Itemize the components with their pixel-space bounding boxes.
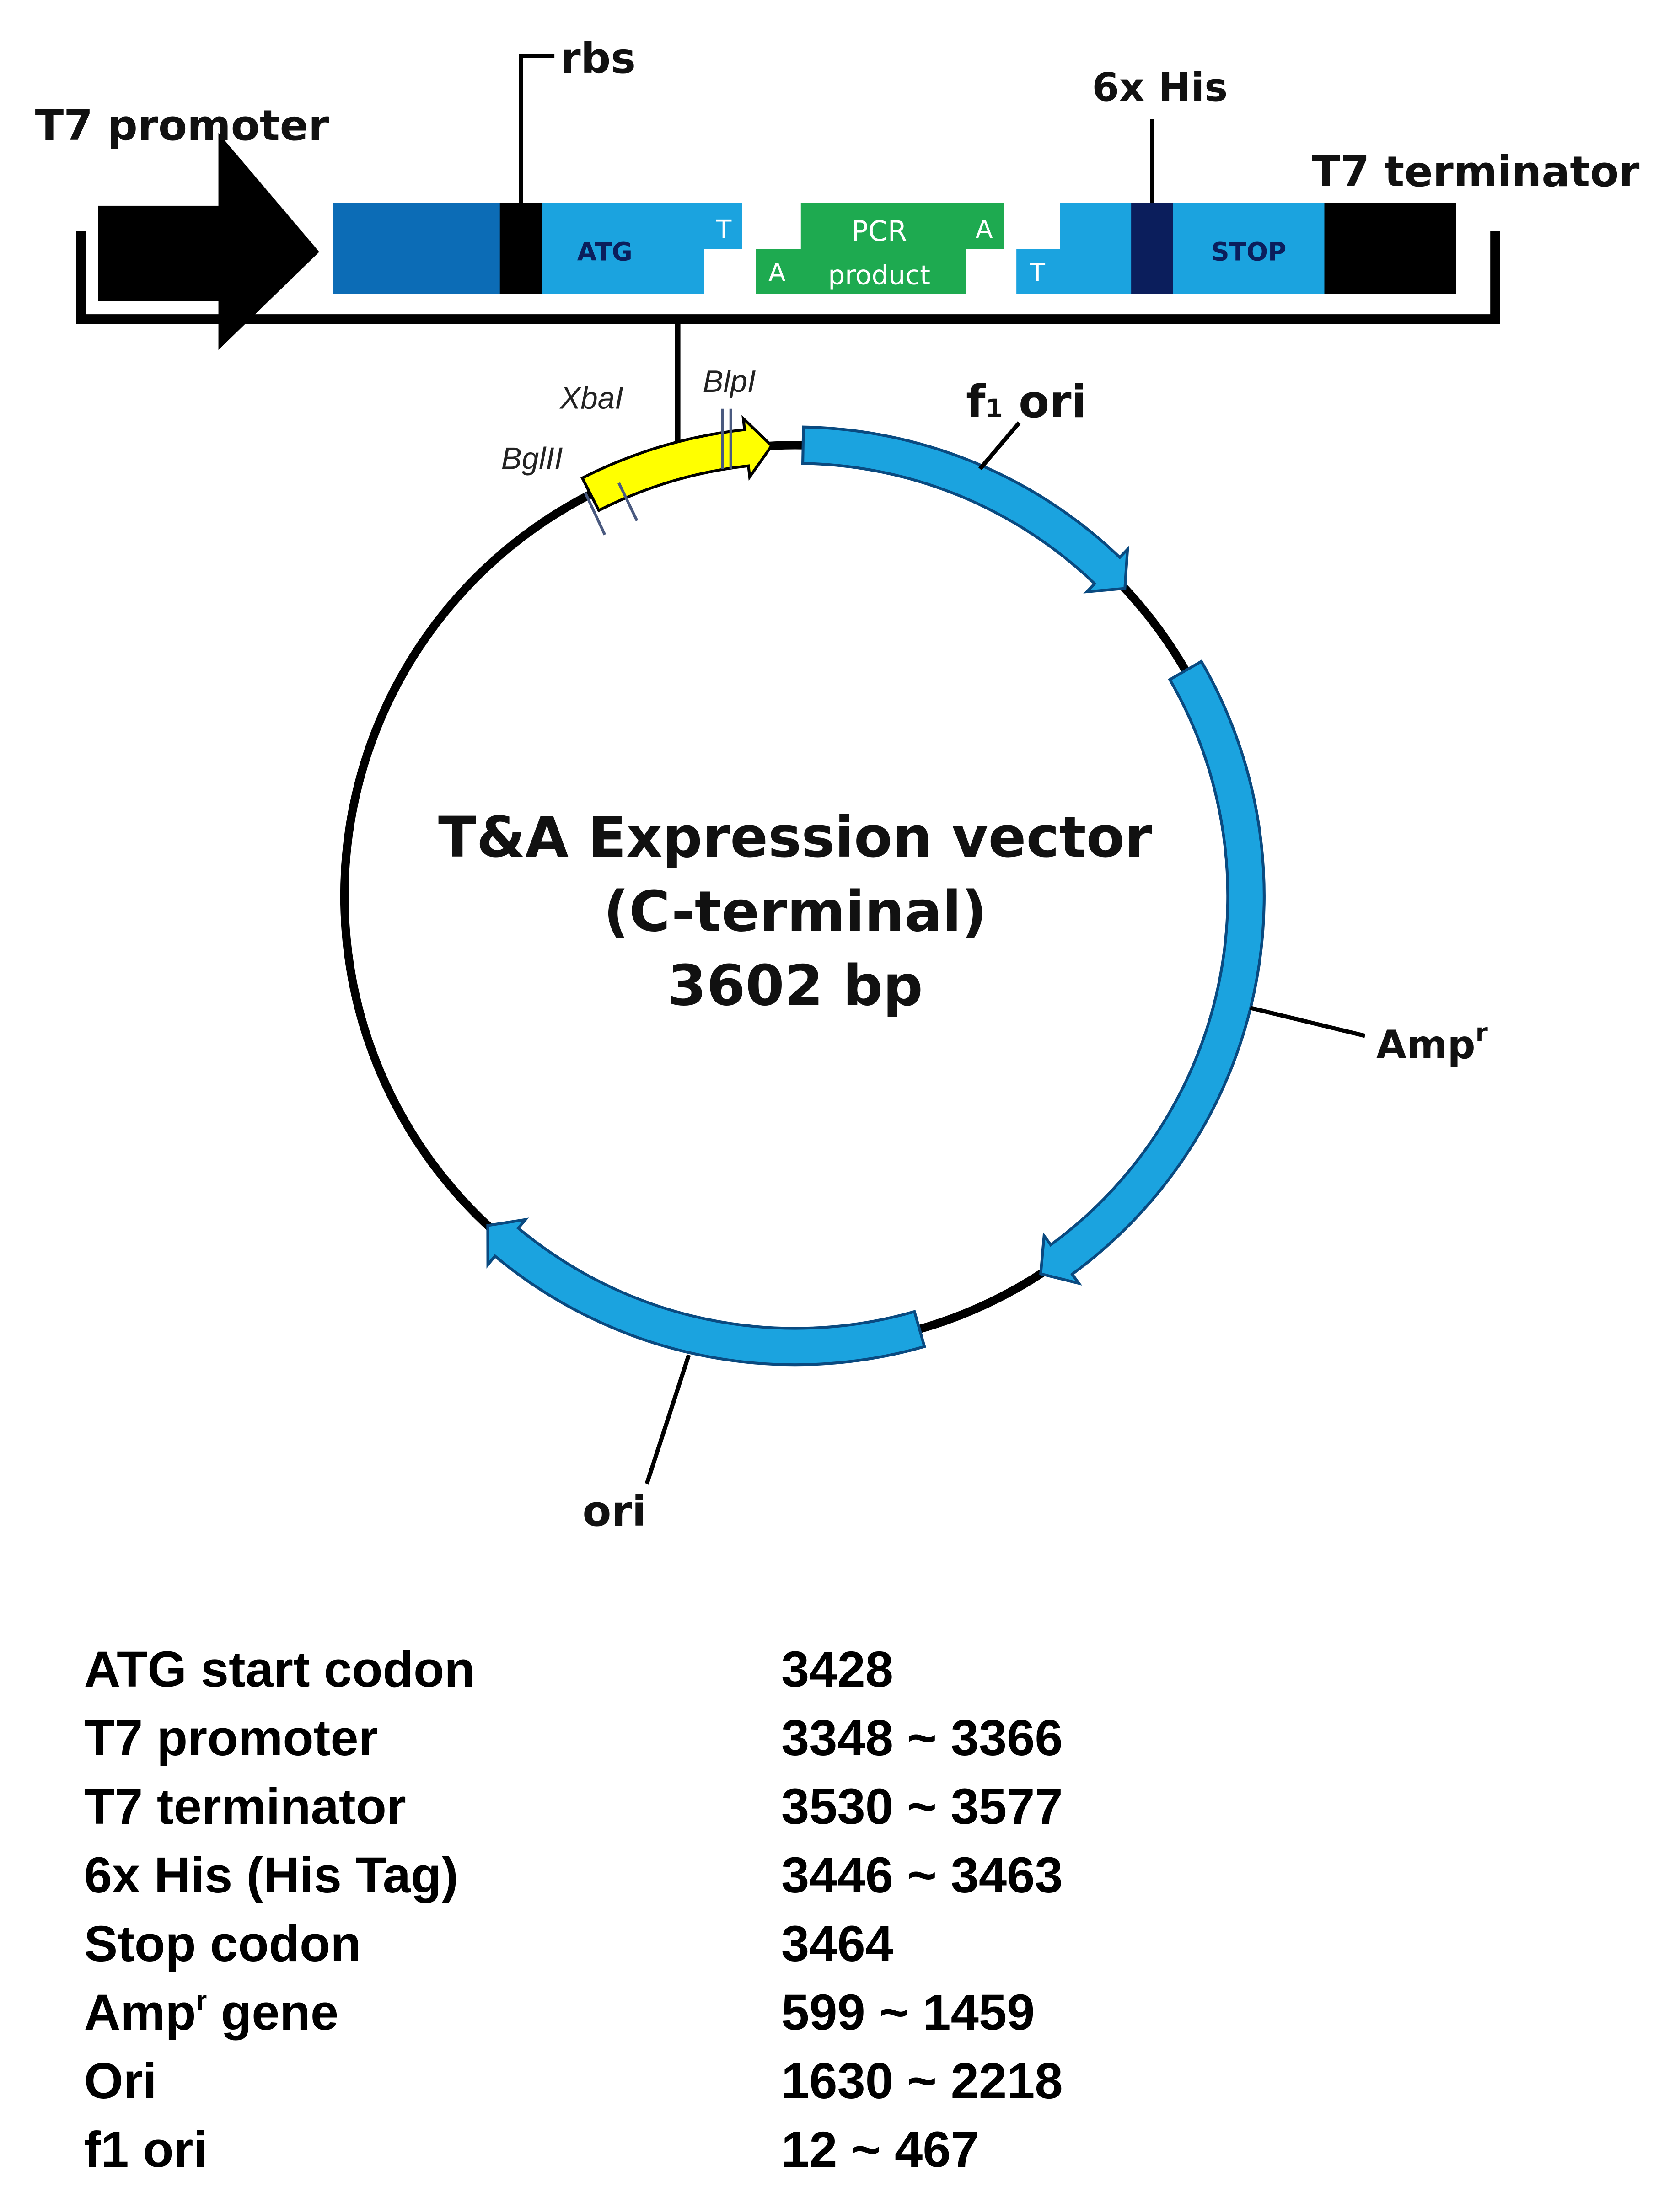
rbs-leader [519, 54, 555, 203]
a-left-label: A [768, 258, 786, 287]
table-row: T7 promoter 3348 ~ 3366 [84, 1710, 1063, 1766]
feature-name: Ampr gene [84, 1984, 338, 2041]
xbai-site-mark [617, 482, 639, 521]
feature-name: T7 terminator [84, 1779, 406, 1835]
table-row: ATG start codon 3428 [84, 1641, 893, 1698]
rbs-block [499, 203, 542, 294]
expression-cassette: ATG T A PCR product A T STOP T7 promoter… [35, 34, 1639, 451]
table-row: T7 terminator 3530 ~ 3577 [84, 1779, 1063, 1835]
f1-ori-leader [978, 421, 1021, 471]
amp-resistance-arrow [1039, 659, 1266, 1286]
amp-label: Ampr [1376, 1018, 1488, 1068]
a-right-label: A [976, 214, 993, 244]
pcr-label: PCR [851, 215, 907, 247]
xbai-label: XbaI [559, 381, 623, 416]
ori-label: ori [582, 1487, 646, 1536]
a-overhang-right [964, 203, 1004, 249]
plasmid-map: BglII XbaI BlpI f1 ori Ampr ori T&A Expr… [340, 364, 1488, 1536]
bglii-label: BglII [501, 441, 563, 476]
bracket [76, 231, 1500, 324]
t7-promoter-arrow [98, 133, 319, 350]
feature-name: Ori [84, 2053, 157, 2109]
feature-position: 1630 ~ 2218 [781, 2053, 1063, 2109]
t-left-label: T [716, 214, 732, 244]
table-row: Stop codon 3464 [84, 1916, 893, 1972]
t-overhang-right [1016, 249, 1062, 294]
stop-region [1173, 203, 1325, 294]
atg-label: ATG [577, 237, 633, 266]
table-row: 6x His (His Tag) 3446 ~ 3463 [84, 1847, 1063, 1903]
table-row: Ori 1630 ~ 2218 [84, 2053, 1063, 2109]
f1-ori-label: f1 ori [966, 376, 1087, 428]
feature-name: f1 ori [84, 2122, 207, 2178]
plasmid-size: 3602 bp [667, 953, 923, 1018]
plasmid-title: T&A Expression vector [438, 804, 1152, 870]
product-label: product [828, 259, 930, 290]
his-tag-block [1131, 203, 1173, 294]
insert-arrow [580, 415, 773, 513]
f1-ori-arrow [801, 425, 1129, 594]
t7-terminator-label: T7 terminator [1312, 147, 1639, 196]
t-right-label: T [1029, 258, 1045, 287]
table-row: f1 ori 12 ~ 467 [84, 2122, 979, 2178]
bglii-site-mark [584, 492, 607, 536]
feature-name: T7 promoter [84, 1710, 378, 1766]
plasmid-subtitle: (C-terminal) [603, 879, 987, 944]
feature-position: 3348 ~ 3366 [781, 1710, 1063, 1766]
ori-leader [644, 1354, 691, 1485]
a-overhang-left [756, 249, 804, 294]
feature-table: ATG start codon 3428 T7 promoter 3348 ~ 33… [84, 1641, 1063, 2178]
feature-name: ATG start codon [84, 1641, 475, 1698]
amp-leader [1250, 1006, 1366, 1038]
stop-label: STOP [1211, 237, 1286, 266]
atg-region [542, 203, 704, 294]
feature-position: 3446 ~ 3463 [781, 1847, 1063, 1903]
t7-promoter-label: T7 promoter [35, 101, 329, 150]
blpi-label: BlpI [703, 364, 756, 399]
his-tag-label: 6x His [1092, 64, 1228, 110]
pcr-product [800, 203, 966, 294]
ori-arrow [486, 1217, 926, 1367]
feature-position: 3530 ~ 3577 [781, 1779, 1063, 1835]
feature-position: 3428 [781, 1641, 893, 1698]
feature-position: 12 ~ 467 [781, 2122, 979, 2178]
rbs-label: rbs [560, 34, 636, 83]
feature-name: 6x His (His Tag) [84, 1847, 458, 1903]
upstream-region [333, 203, 501, 294]
linker-region [1060, 203, 1133, 294]
table-row: Ampr gene 599 ~ 1459 [84, 1984, 1035, 2041]
feature-position: 3464 [781, 1916, 893, 1972]
t7-terminator-block [1324, 203, 1456, 294]
feature-position: 599 ~ 1459 [781, 1984, 1035, 2041]
t-overhang-left [704, 203, 742, 249]
feature-name: Stop codon [84, 1916, 361, 1972]
